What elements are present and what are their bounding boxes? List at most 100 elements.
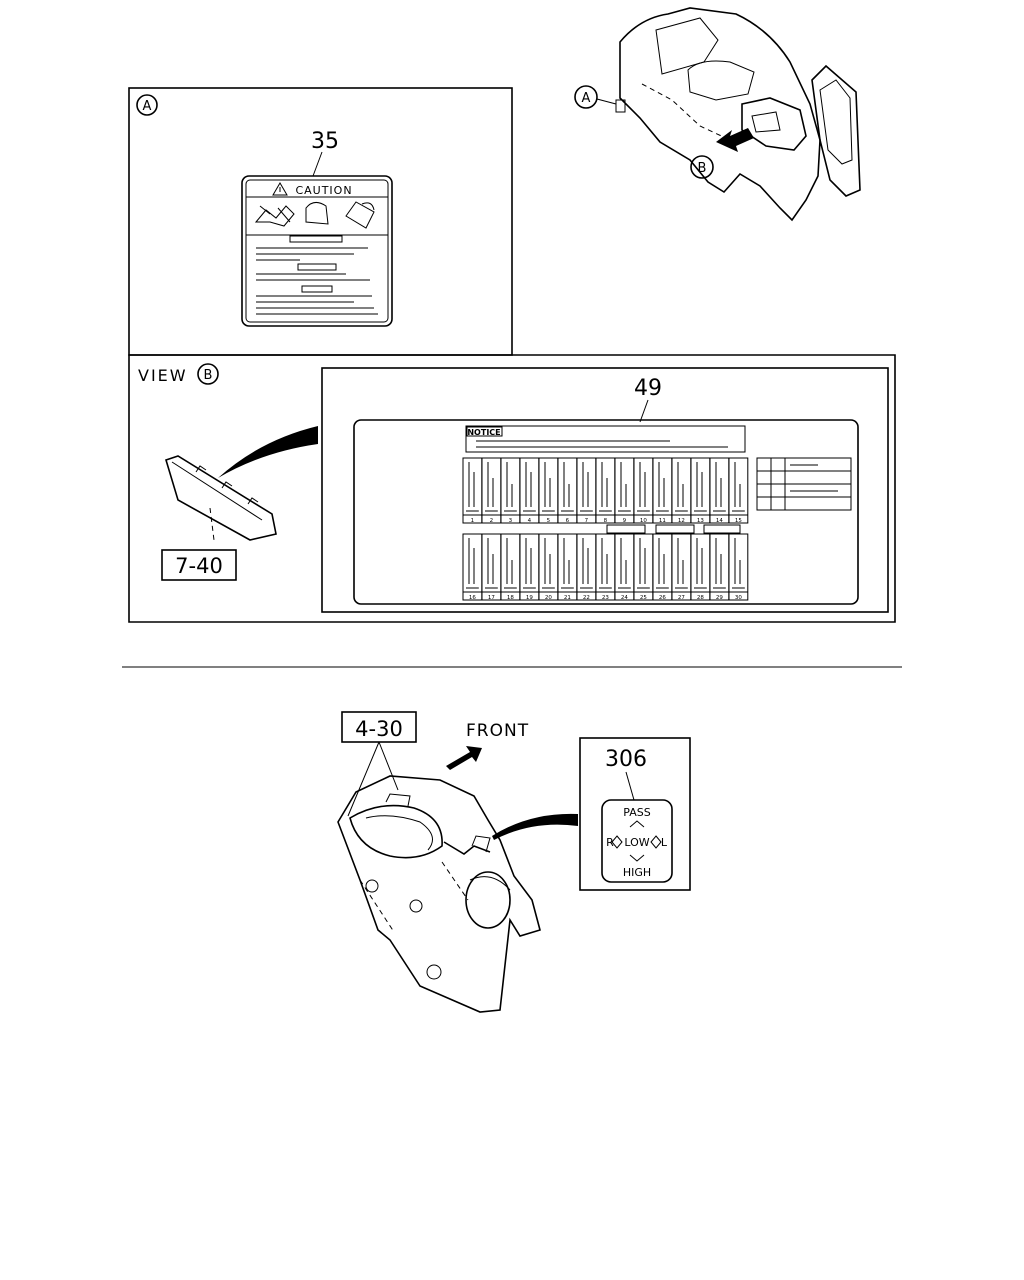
leader-swoosh [218,426,318,478]
caution-title: CAUTION [295,184,352,197]
relay-slots [606,524,741,534]
bottom-fuse-slot: 23 [595,533,616,601]
bottom-fuse-slot: 22 [576,533,597,601]
caution-text-lines [256,235,378,315]
down-chevron-icon [629,854,645,862]
top-fuse-slot: 8 [595,457,616,524]
switch-position-label [601,799,673,883]
top-fuse-number: 7 [585,518,589,524]
switch-left-letter: R [606,836,614,849]
switch-high: HIGH [623,866,651,879]
top-fuse-number: 6 [566,518,570,524]
bottom-fuse-number: 18 [507,595,514,601]
top-fuse-slot: 13 [690,457,711,524]
leader-swoosh-lower [492,813,578,840]
notice-label-part-number: 49 [634,376,662,401]
bottom-fuse-slot: 27 [671,533,692,601]
switch-right-letter: L [661,836,668,849]
bottom-fuse-slot: 16 [462,533,483,601]
notice-label [353,419,859,605]
callout-a-circle [136,94,158,116]
top-fuse-number: 9 [623,518,627,524]
notice-title: NOTICE [467,428,500,437]
top-fuse-slot: 9 [614,457,635,524]
bottom-fuse-slot: 18 [500,533,521,601]
switch-label-part-number: 306 [605,747,647,772]
truck-cab-illustration: A B [574,7,861,222]
left-diamond-icon [611,835,623,849]
top-fuse-slot: 14 [709,457,730,524]
bottom-fuse-slot: 28 [690,533,711,601]
top-fuse-number: 5 [547,518,551,524]
top-fuse-slot: 4 [519,457,540,524]
top-fuse-number: 11 [659,518,666,524]
bottom-fuse-slot: 19 [519,533,540,601]
ref-part-4-30: 4-30 [355,717,403,741]
caution-label-part-number: 35 [311,129,339,154]
view-a-frame: A 35 CAUTION [128,87,513,356]
front-label: FRONT [466,721,529,741]
ref-part-7-40: 7-40 [175,554,223,578]
switch-label-frame [579,737,691,891]
bottom-fuse-number: 21 [564,595,571,601]
view-b-caption: VIEW [138,366,188,385]
front-arrow-icon [446,746,482,770]
bottom-fuse-slot: 30 [728,533,749,601]
top-fuse-number: 2 [490,518,494,524]
bottom-fuse-slot: 20 [538,533,559,601]
relay-legend-table [756,457,852,511]
bottom-fuse-slot: 25 [633,533,654,601]
switch-low: LOW [624,836,649,849]
top-fuse-slot: 2 [481,457,502,524]
top-fuse-slot: 10 [633,457,654,524]
top-fuse-slot: 15 [728,457,749,524]
bottom-fuse-slot: 29 [709,533,730,601]
bottom-fuse-number: 23 [602,595,609,601]
bottom-fuse-number: 30 [735,595,742,601]
top-fuse-slot: 7 [576,457,597,524]
switch-pass: PASS [623,806,650,819]
combination-switch-body [337,775,541,1013]
top-fuse-slot: 1 [462,457,483,524]
bottom-fuse-number: 24 [621,595,628,601]
top-fuse-slot: 5 [538,457,559,524]
top-fuse-number: 3 [509,518,513,524]
top-fuse-number: 4 [528,518,532,524]
pictogram-icons [254,201,375,229]
bottom-fuse-number: 25 [640,595,647,601]
ref-box-7-40 [161,549,237,581]
top-fuse-number: 8 [604,518,608,524]
bottom-fuse-number: 29 [716,595,723,601]
top-fuse-slot: 12 [671,457,692,524]
bottom-fuse-number: 22 [583,595,590,601]
top-fuse-slot: 11 [652,457,673,524]
combination-switch-section: 4-30 FRONT 306 PASS R LOW [337,711,691,1013]
bottom-fuse-slot: 21 [557,533,578,601]
up-chevron-icon [629,820,645,828]
bottom-fuse-slot: 24 [614,533,635,601]
bottom-fuse-number: 28 [697,595,704,601]
bottom-fuse-number: 16 [469,595,476,601]
callout-a-letter: A [143,99,152,114]
callout-b-letter-cab: B [698,161,707,176]
top-fuse-number: 13 [697,518,704,524]
callout-a-letter-cab: A [582,91,591,106]
top-fuse-slot: 6 [557,457,578,524]
arrow-icon [716,128,754,152]
label-location-a [615,99,626,113]
caution-label: CAUTION [241,175,393,327]
top-fuse-number: 10 [640,518,647,524]
bottom-fuse-slot: 17 [481,533,502,601]
fuse-box-lid [165,455,277,541]
bottom-fuse-number: 17 [488,595,495,601]
top-fuse-number: 12 [678,518,685,524]
notice-label-frame [321,367,889,613]
top-fuse-slot: 3 [500,457,521,524]
leader-line [312,151,323,177]
top-fuse-number: 14 [716,518,723,524]
top-fuse-number: 15 [735,518,742,524]
warning-triangle-icon [272,182,288,196]
